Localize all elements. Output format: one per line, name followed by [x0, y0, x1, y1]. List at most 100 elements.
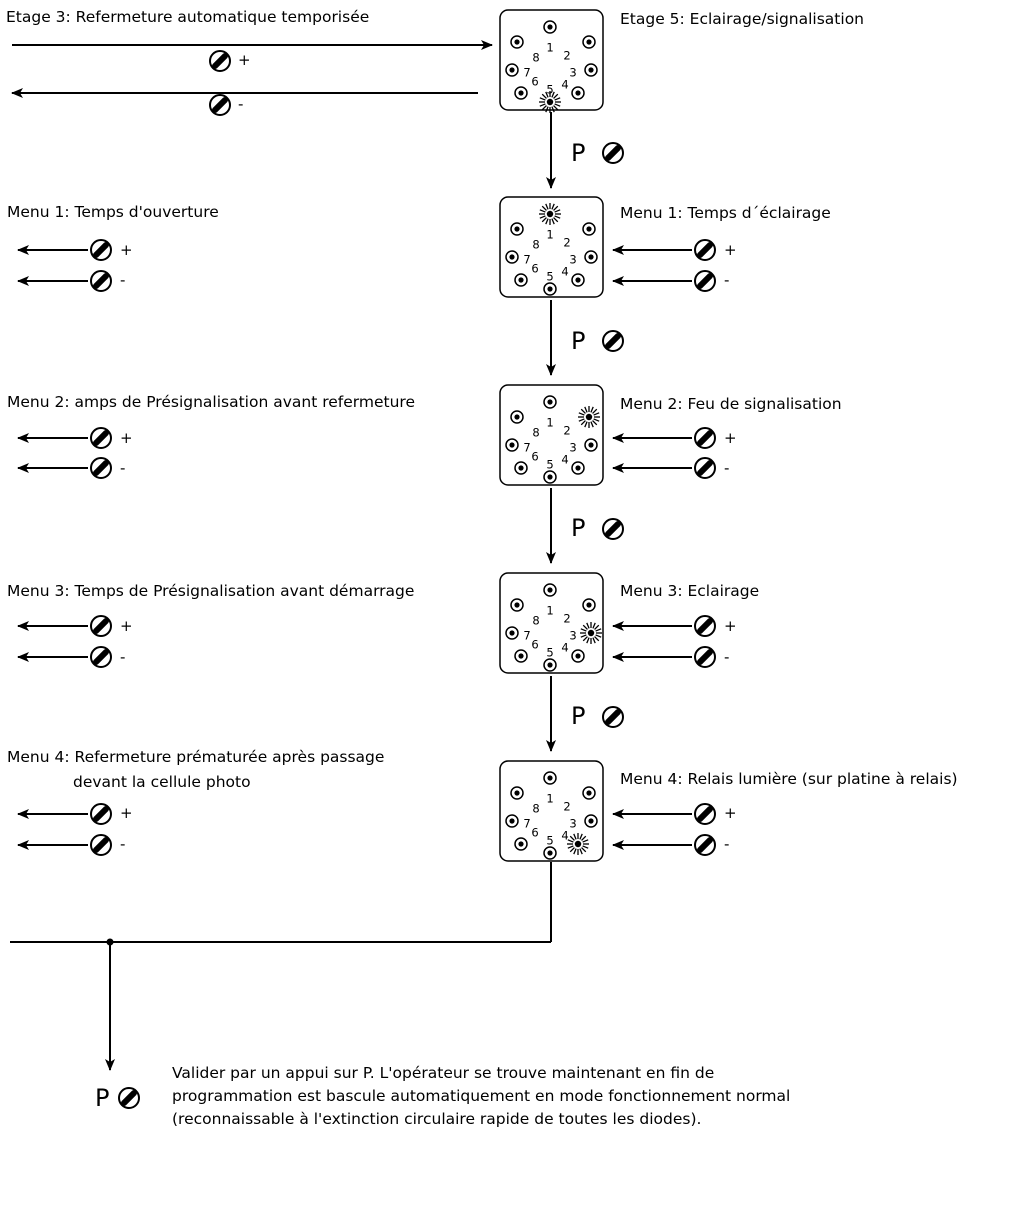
right-menu-3-minus: - — [724, 648, 730, 666]
led-3-lit-icon-ray — [582, 636, 588, 642]
led-6-icon-center — [518, 90, 524, 96]
led-3-lit-icon-ray — [586, 622, 590, 629]
led-5-lit-icon-ray — [551, 91, 555, 98]
led-7-icon-center — [509, 254, 515, 260]
right-menu-1-title: Menu 1: Temps d´éclairage — [620, 204, 831, 222]
right-menu-4-title: Menu 4: Relais lumière (sur platine à re… — [620, 770, 958, 788]
p-key-icon-final-slot — [121, 1090, 137, 1106]
led-2-icon-center — [586, 602, 592, 608]
right-menu-1-plus-key-icon — [694, 239, 716, 261]
right-menu-1-plus: + — [724, 241, 737, 259]
p-key-label-final: P — [95, 1084, 110, 1112]
stage3-plus-key-icon — [209, 50, 231, 72]
led-5-lit-icon — [539, 91, 561, 113]
left-menu-2-minus-key-icon — [90, 457, 112, 479]
led-number-5: 5 — [546, 83, 553, 97]
led-number-8: 8 — [532, 238, 539, 252]
led-panel-frame — [499, 572, 604, 674]
led-8-icon-center — [514, 602, 520, 608]
left-menu-2-minus-key-icon-slot — [93, 460, 109, 476]
right-menu-2-minus: - — [724, 459, 730, 477]
led-5-lit-icon-ray — [551, 106, 555, 113]
led-number-4: 4 — [561, 453, 568, 467]
right-menu-2-minus-key-icon — [694, 457, 716, 479]
led-5-icon-center — [547, 850, 553, 856]
led-2-lit-icon-ray — [592, 408, 598, 414]
led-1-icon-center — [547, 399, 553, 405]
led-1-icon-center — [547, 24, 553, 30]
led-panel-frame — [499, 760, 604, 862]
led-number-7: 7 — [523, 629, 530, 643]
left-menu-4-plus-key-icon-slot — [93, 806, 109, 822]
left-menu-3-minus-key-icon — [90, 646, 112, 668]
led-2-icon-center — [586, 39, 592, 45]
led-3-icon-center — [588, 442, 594, 448]
led-3-lit-icon — [580, 622, 602, 644]
led-3-lit-icon-ray — [592, 622, 596, 629]
led-6-icon-center — [518, 465, 524, 471]
led-number-8: 8 — [532, 614, 539, 628]
stage3-plus-key-icon-slot — [212, 53, 228, 69]
led-1-lit-icon-core — [546, 210, 554, 218]
led-1-lit-icon-ray — [541, 205, 547, 211]
right-menu-1-minus: - — [724, 271, 730, 289]
led-1-lit-icon-ray — [545, 203, 549, 210]
led-panel-frame — [499, 384, 604, 486]
right-menu-2-minus-key-icon-slot — [697, 460, 713, 476]
led-5-lit-icon-ray — [554, 97, 561, 101]
left-menu-2-minus: - — [120, 459, 126, 477]
led-7-icon-center — [509, 818, 515, 824]
led-1-lit-icon-ray — [541, 217, 547, 223]
led-number-7: 7 — [523, 66, 530, 80]
led-number-3: 3 — [569, 441, 576, 455]
led-8-icon-center — [514, 790, 520, 796]
left-menu-1-title: Menu 1: Temps d'ouverture — [7, 203, 219, 221]
led-2-lit-icon-ray — [584, 421, 588, 428]
led-4-lit-icon — [567, 833, 589, 855]
led-4-lit-icon-ray — [581, 847, 587, 853]
stage5-title: Etage 5: Eclairage/signalisation — [620, 10, 864, 28]
led-number-4: 4 — [561, 78, 568, 92]
led-2-lit-icon-ray — [590, 421, 594, 428]
led-1-lit-icon-ray — [554, 215, 561, 219]
led-2-lit-icon-ray — [580, 420, 586, 426]
led-3-lit-icon-ray — [594, 624, 600, 630]
led-number-6: 6 — [531, 450, 538, 464]
left-menu-3-plus-key-icon-slot — [93, 618, 109, 634]
led-number-1: 1 — [546, 604, 553, 618]
led-number-6: 6 — [531, 638, 538, 652]
right-menu-4-plus-key-icon-slot — [697, 806, 713, 822]
right-menu-3-minus-key-icon-slot — [697, 649, 713, 665]
left-menu-1-plus-key-icon — [90, 239, 112, 261]
led-number-8: 8 — [532, 426, 539, 440]
led-number-1: 1 — [546, 416, 553, 430]
right-menu-3-title: Menu 3: Eclairage — [620, 582, 760, 600]
p-key-icon-2-slot — [605, 333, 621, 349]
left-menu-3-minus-key-icon-slot — [93, 649, 109, 665]
led-3-icon-center — [588, 254, 594, 260]
led-2-lit-icon-ray — [578, 412, 585, 416]
left-menu-1-plus: + — [120, 241, 133, 259]
led-number-8: 8 — [532, 51, 539, 65]
led-5-icon-center — [547, 474, 553, 480]
led-5-icon-center — [547, 286, 553, 292]
led-4-lit-icon-ray — [567, 839, 574, 843]
led-5-lit-icon-ray — [539, 103, 546, 107]
led-number-2: 2 — [563, 800, 570, 814]
p-key-icon-1-slot — [605, 145, 621, 161]
led-8-icon-center — [514, 414, 520, 420]
left-menu-3-minus: - — [120, 648, 126, 666]
led-2-lit-icon — [578, 406, 600, 428]
led-7-icon-center — [509, 630, 515, 636]
led-5-lit-icon-core — [546, 98, 554, 106]
led-number-3: 3 — [569, 66, 576, 80]
p-key-label-3: P — [571, 514, 586, 542]
right-menu-2-plus-key-icon-slot — [697, 430, 713, 446]
led-panel-frame — [499, 196, 604, 298]
final-note-line-2: programmation est bascule automatiquemen… — [172, 1087, 791, 1105]
led-4-lit-icon-ray — [579, 848, 583, 855]
right-menu-2-plus: + — [724, 429, 737, 447]
